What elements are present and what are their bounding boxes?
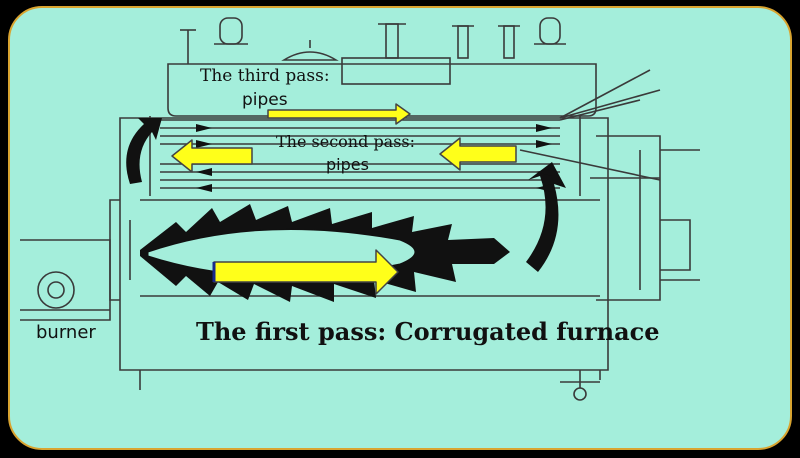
nozzle-1 [385, 23, 399, 59]
tube-bundle [160, 119, 560, 189]
burner-wheel [37, 271, 75, 309]
arrow-second-pass-right [439, 137, 517, 171]
lifting-eye-right [539, 17, 561, 45]
nozzle-2 [457, 25, 469, 59]
drain-valve [573, 387, 587, 401]
second-pass-label: The second pass: [276, 132, 416, 151]
arrow-second-pass-left [171, 139, 253, 173]
arrow-third-pass [267, 103, 411, 125]
dome [341, 57, 451, 85]
burner-body [20, 239, 111, 321]
nozzle-3 [503, 25, 515, 59]
arrow-first-pass [213, 249, 399, 295]
second-pass-pipes-label: pipes [326, 155, 369, 174]
burner-label: burner [36, 322, 96, 343]
flow-arrow-rear [526, 162, 566, 272]
first-pass-label: The first pass: Corrugated furnace [196, 317, 660, 346]
lifting-eye-left [219, 17, 243, 45]
boiler-top-shell [167, 63, 597, 117]
boiler-body [119, 117, 609, 371]
manhole-cover [281, 51, 339, 61]
third-pass-label: The third pass: [200, 66, 330, 86]
rear-chamber [596, 135, 661, 301]
flow-arrow-front [126, 118, 162, 184]
tube-chevrons [196, 124, 552, 192]
third-pass-pipes-label: pipes [242, 90, 288, 110]
